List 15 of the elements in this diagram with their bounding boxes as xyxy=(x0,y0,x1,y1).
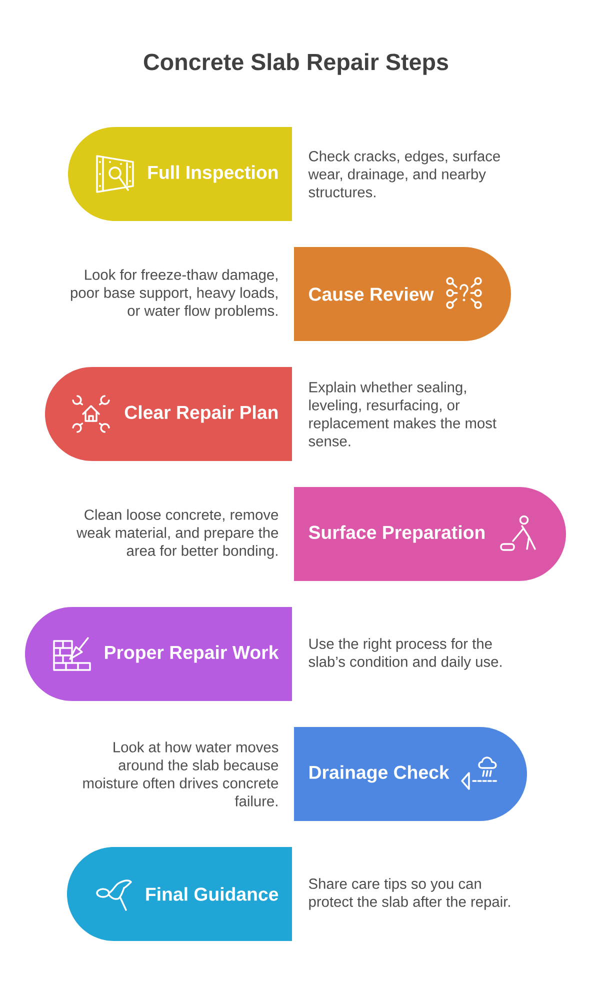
description-text: Share care tips so you can protect the slab after the repair. xyxy=(308,878,510,910)
step-pill: Clear Repair Plan xyxy=(45,367,292,461)
step-pill: Final Guidance xyxy=(67,847,292,941)
step-pill: Drainage Check xyxy=(294,727,527,821)
description-text: Look for freeze-thaw damage, poor base support, heavy loads, or water flow problems. xyxy=(70,269,278,319)
step-pill: Cause Review xyxy=(294,247,511,341)
description-text: Clean loose concrete, remove weak material, and prepare the area for better bonding. xyxy=(76,509,278,559)
title: Concrete Slab Repair Steps xyxy=(144,53,448,75)
description-text: Explain whether sealing, leveling, resurfacing, or replacement makes the most sense. xyxy=(308,382,496,446)
step-pill: Surface Preparation xyxy=(294,487,566,581)
step-pill: Full Inspection xyxy=(68,127,292,221)
description-text: Look at how water moves around the slab because moisture often drives concrete failure. xyxy=(83,742,278,806)
step-pill: Proper Repair Work xyxy=(25,607,292,701)
description-text: Use the right process for the slab’s condition and daily use. xyxy=(308,638,502,670)
description-text: Check cracks, edges, surface wear, drainage, and nearby structures. xyxy=(308,150,500,198)
